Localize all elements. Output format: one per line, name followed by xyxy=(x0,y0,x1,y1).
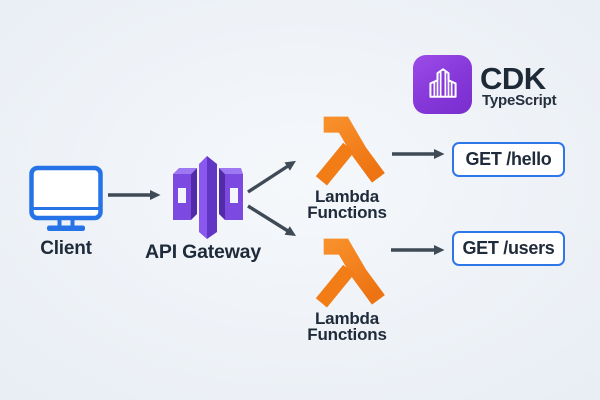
lambda-bottom-label: Lambda Functions xyxy=(297,309,397,344)
monitor-icon xyxy=(29,165,103,231)
client-label: Client xyxy=(40,238,92,259)
lambda-top-label: Lambda Functions xyxy=(297,187,397,222)
lambda-icon xyxy=(315,116,385,186)
lambda-top-label-line1: Lambda xyxy=(315,187,379,206)
cdk-building-icon xyxy=(428,67,457,98)
cdk-logo xyxy=(413,55,472,114)
api-gateway-icon xyxy=(173,156,243,239)
lambda-bottom-label-line2: Functions xyxy=(307,325,387,344)
arrow-api-gateway-to-lambda-bottom xyxy=(247,204,297,237)
lambda-top-label-line2: Functions xyxy=(307,203,387,222)
lambda-bottom-label-line1: Lambda xyxy=(315,309,379,328)
endpoint-get-users: GET /users xyxy=(452,231,565,266)
api-gateway-label: API Gateway xyxy=(145,241,261,263)
cdk-subtitle: TypeScript xyxy=(482,92,557,109)
arrow-api-gateway-to-lambda-top xyxy=(247,160,296,194)
endpoint-get-hello: GET /hello xyxy=(452,142,565,177)
lambda-icon xyxy=(315,238,385,308)
cdk-title: CDK xyxy=(480,61,546,96)
